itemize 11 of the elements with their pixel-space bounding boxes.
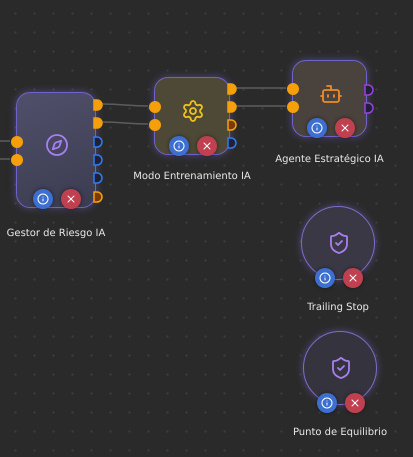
node-label: Gestor de Riesgo IA <box>6 228 106 239</box>
node-label: Agente Estratégico IA <box>274 154 385 165</box>
node-label: Trailing Stop <box>306 302 370 313</box>
connector-line <box>102 121 148 125</box>
connector-line <box>0 158 10 160</box>
connector-line <box>102 103 148 107</box>
node-label: Punto de Equilibrio <box>292 427 388 438</box>
node-label: Modo Entrenamiento IA <box>132 171 252 182</box>
connector-line <box>236 87 286 89</box>
connector-line <box>0 140 10 142</box>
connector-line <box>236 105 286 107</box>
